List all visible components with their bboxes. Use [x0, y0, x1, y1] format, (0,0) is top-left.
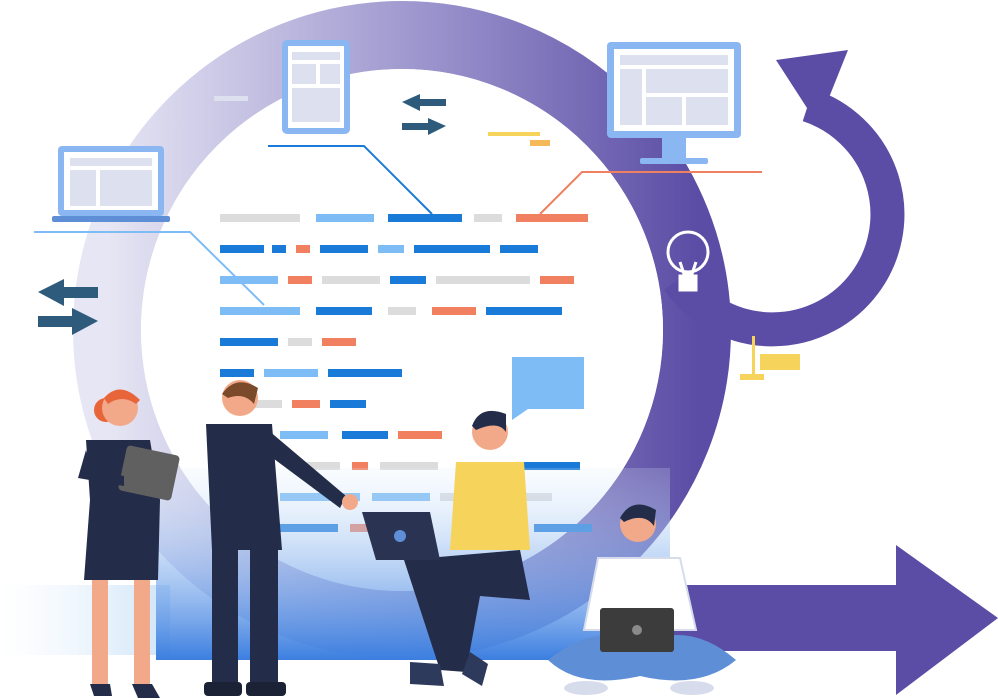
cycle-arrow-icon: [664, 50, 905, 347]
swap-arrows-icon: [402, 94, 446, 135]
monitor-icon: [607, 42, 741, 164]
man-sitting-cross-legged: [548, 504, 736, 695]
lightbulb-icon: [666, 230, 710, 292]
man-pointing: [204, 380, 358, 696]
woman-with-tablet: [78, 389, 180, 698]
man-with-laptop-sitting: [362, 410, 530, 686]
speech-bubble-icon: [512, 357, 584, 420]
swap-arrows-icon-large: [38, 279, 98, 335]
laptop-icon: [52, 146, 170, 222]
decor-bars: [214, 96, 800, 380]
tablet-icon: [282, 40, 350, 134]
connector-lines: [34, 145, 762, 306]
